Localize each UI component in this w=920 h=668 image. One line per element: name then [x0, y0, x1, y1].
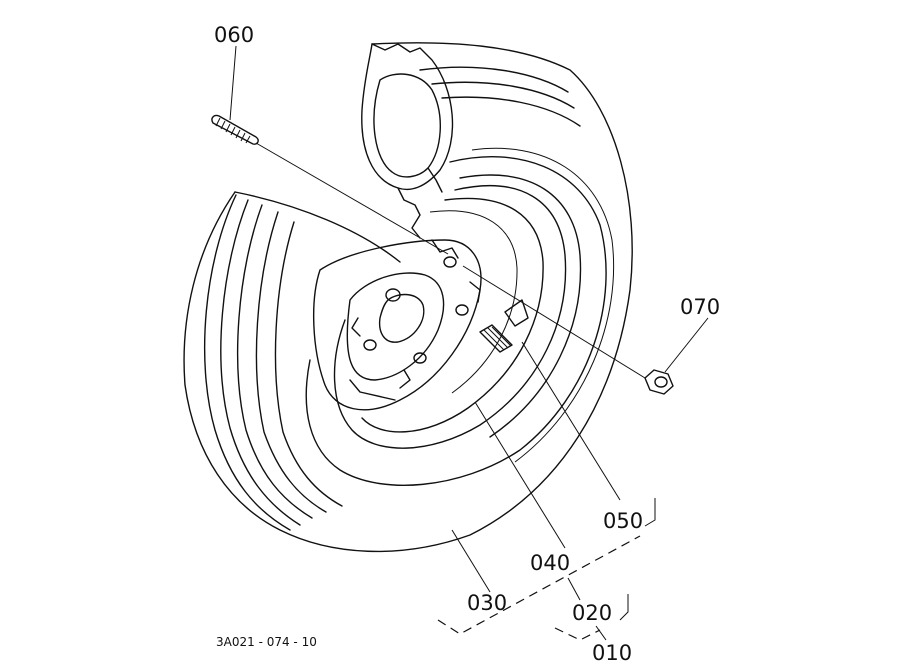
leader-lines: [229, 45, 709, 641]
drawing-code: 3A021 - 074 - 10: [216, 635, 317, 649]
part-label-070: 070: [680, 295, 720, 319]
valve-stem: [479, 299, 529, 353]
part-label-060: 060: [214, 23, 254, 47]
part-label-040: 040: [530, 551, 570, 575]
stud-bolt: [211, 114, 449, 255]
part-label-010: 010: [592, 641, 632, 665]
part-label-030: 030: [467, 591, 507, 615]
tire-cross-section: [361, 43, 454, 239]
tire: [183, 42, 633, 553]
part-label-050: 050: [603, 509, 643, 533]
wheel-nut: [462, 265, 674, 395]
part-label-020: 020: [572, 601, 612, 625]
wheel-rim: [313, 174, 582, 449]
